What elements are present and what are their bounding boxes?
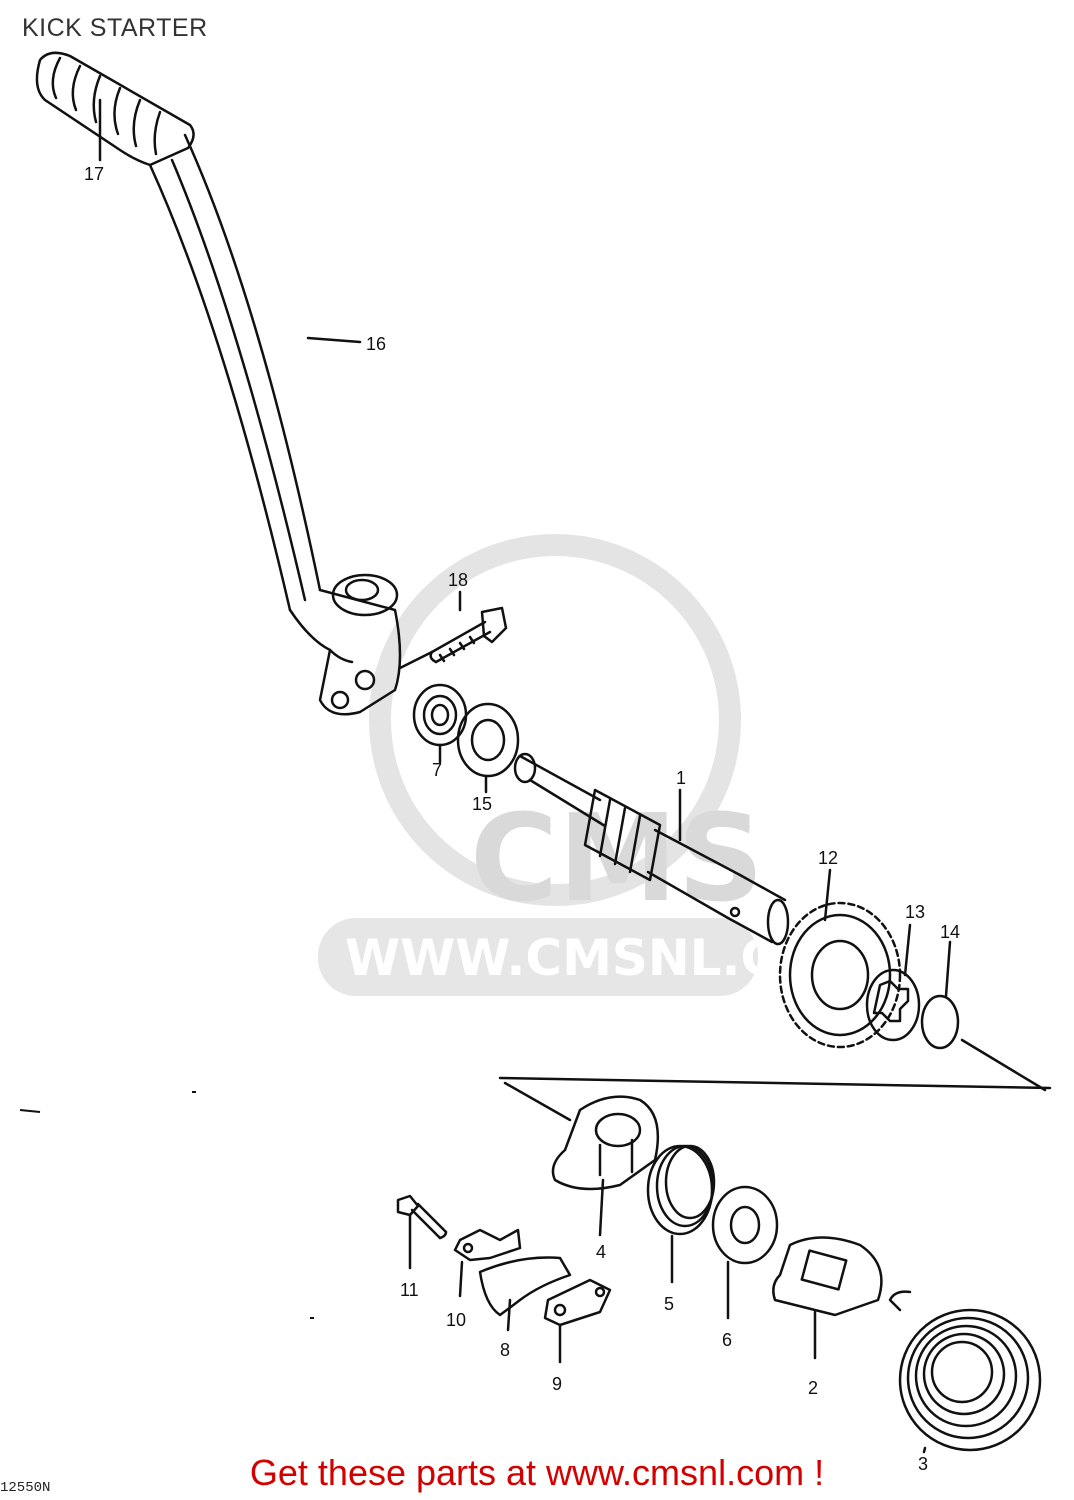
label-16: 16 (366, 334, 386, 354)
part-10-plate (453, 1228, 522, 1262)
label-10: 10 (446, 1310, 466, 1330)
label-14: 14 (940, 922, 960, 942)
part-17-kick-rubber (35, 51, 195, 167)
part-11-bolt (396, 1194, 448, 1240)
part-9-stopper-plate (543, 1278, 612, 1327)
label-12: 12 (818, 848, 838, 868)
part-5-spring (646, 1144, 716, 1236)
part-12-kick-gear (778, 901, 902, 1049)
part-4-kick-guide (551, 1095, 660, 1191)
part-1-kick-shaft (513, 752, 790, 946)
label-1: 1 (676, 768, 686, 788)
stray-marks (19, 1091, 314, 1319)
label-3: 3 (918, 1454, 928, 1474)
call-to-action-link[interactable]: Get these parts at www.cmsnl.com ! (249, 1452, 825, 1493)
part-14-circlip (920, 994, 960, 1050)
label-7: 7 (432, 760, 442, 780)
part-18-bolt (398, 606, 508, 670)
label-6: 6 (722, 1330, 732, 1350)
label-5: 5 (664, 1294, 674, 1314)
part-6-washer (711, 1185, 779, 1265)
label-4: 4 (596, 1242, 606, 1262)
label-8: 8 (500, 1340, 510, 1360)
part-2-stopper (772, 1236, 883, 1317)
label-11: 11 (400, 1280, 419, 1300)
diagram-title: KICK STARTER (22, 14, 208, 42)
part-15-washer (456, 702, 520, 778)
part-16-kick-lever (148, 133, 402, 716)
label-2: 2 (808, 1378, 818, 1398)
part-8-guide-plate (478, 1256, 572, 1317)
watermark: CMS WWW.CMSNL.COM (318, 534, 870, 996)
diagram-code: 12550N (0, 1480, 51, 1496)
label-9: 9 (552, 1374, 562, 1394)
label-15: 15 (472, 794, 492, 814)
part-13-spring-guide (865, 968, 921, 1042)
label-18: 18 (448, 570, 468, 590)
label-13: 13 (905, 902, 925, 922)
label-17: 17 (84, 164, 104, 184)
part-3-return-spring (888, 1290, 1042, 1452)
part-number-labels: 17 16 18 7 15 1 12 13 14 4 5 6 2 3 11 10… (84, 164, 960, 1474)
